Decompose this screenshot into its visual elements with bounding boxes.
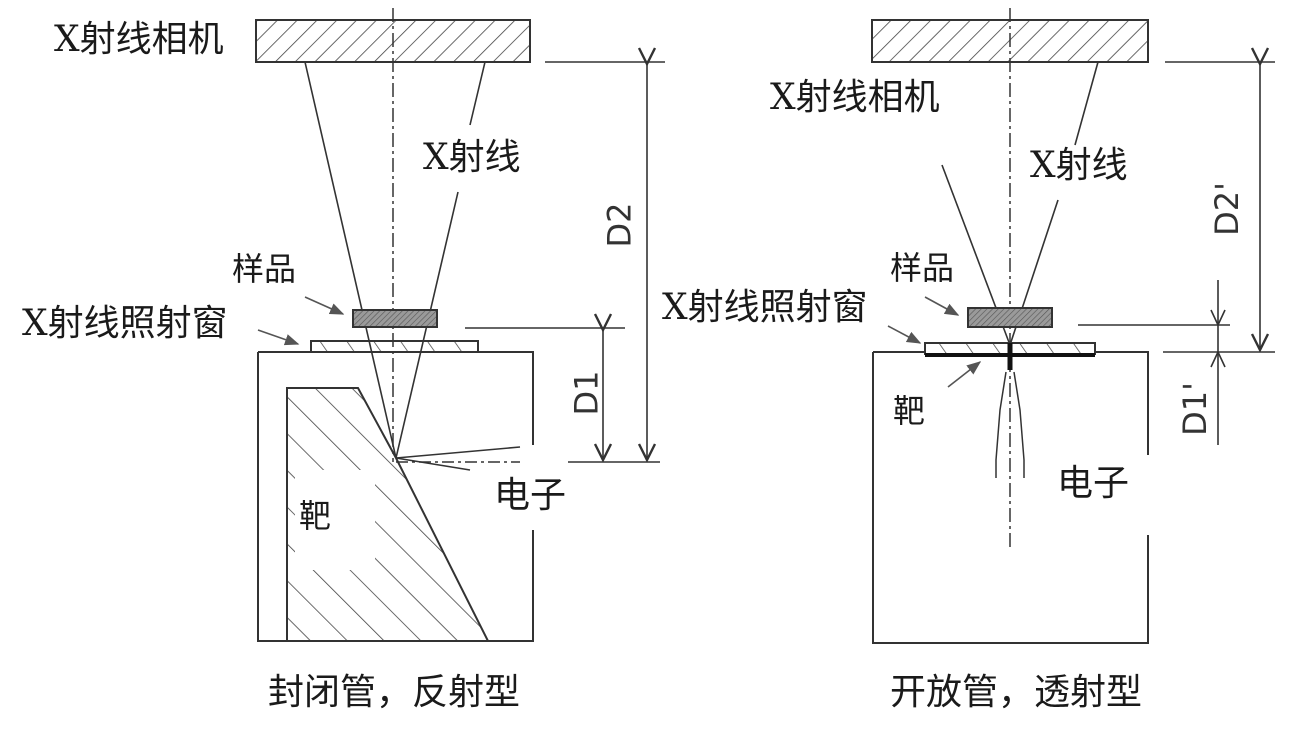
right-diagram [871,8,1275,644]
left-diagram [255,8,665,642]
right-sample [967,307,1053,328]
left-sample [352,309,438,328]
left-xray-ray-right [469,61,486,126]
right-tube-box [872,351,1149,644]
left-target-label: 靶 [299,497,332,535]
right-target-leader [947,361,982,388]
right-sample-leader [924,296,960,316]
right-d2-label: D2' [1207,182,1246,236]
left-d1-label: D1 [567,370,606,416]
left-target [286,387,490,642]
right-window-leader [887,325,922,344]
right-d1-label: D1' [1175,382,1214,436]
left-sample-label: 样品 [232,250,297,288]
left-d2-label: D2 [600,202,639,248]
left-sample-leader [304,296,345,315]
right-xray-label: X射线 [1030,145,1128,186]
right-electron-label: 电子 [1057,463,1130,504]
right-sample-label: 样品 [890,249,955,287]
right-camera-label: X射线相机 [770,77,940,118]
left-caption: 封闭管，反射型 [268,672,521,713]
left-camera-label: X射线相机 [54,19,224,60]
left-window-leader [257,329,300,346]
right-caption: 开放管，透射型 [890,672,1143,713]
left-electron-label: 电子 [494,475,567,516]
left-window [310,340,479,353]
right-window-label: X射线照射窗 [662,287,868,328]
left-xray-ray-left [304,61,397,459]
right-target-label: 靶 [893,392,926,430]
left-xray-label: X射线 [423,137,521,178]
left-window-label: X射线照射窗 [22,303,228,344]
